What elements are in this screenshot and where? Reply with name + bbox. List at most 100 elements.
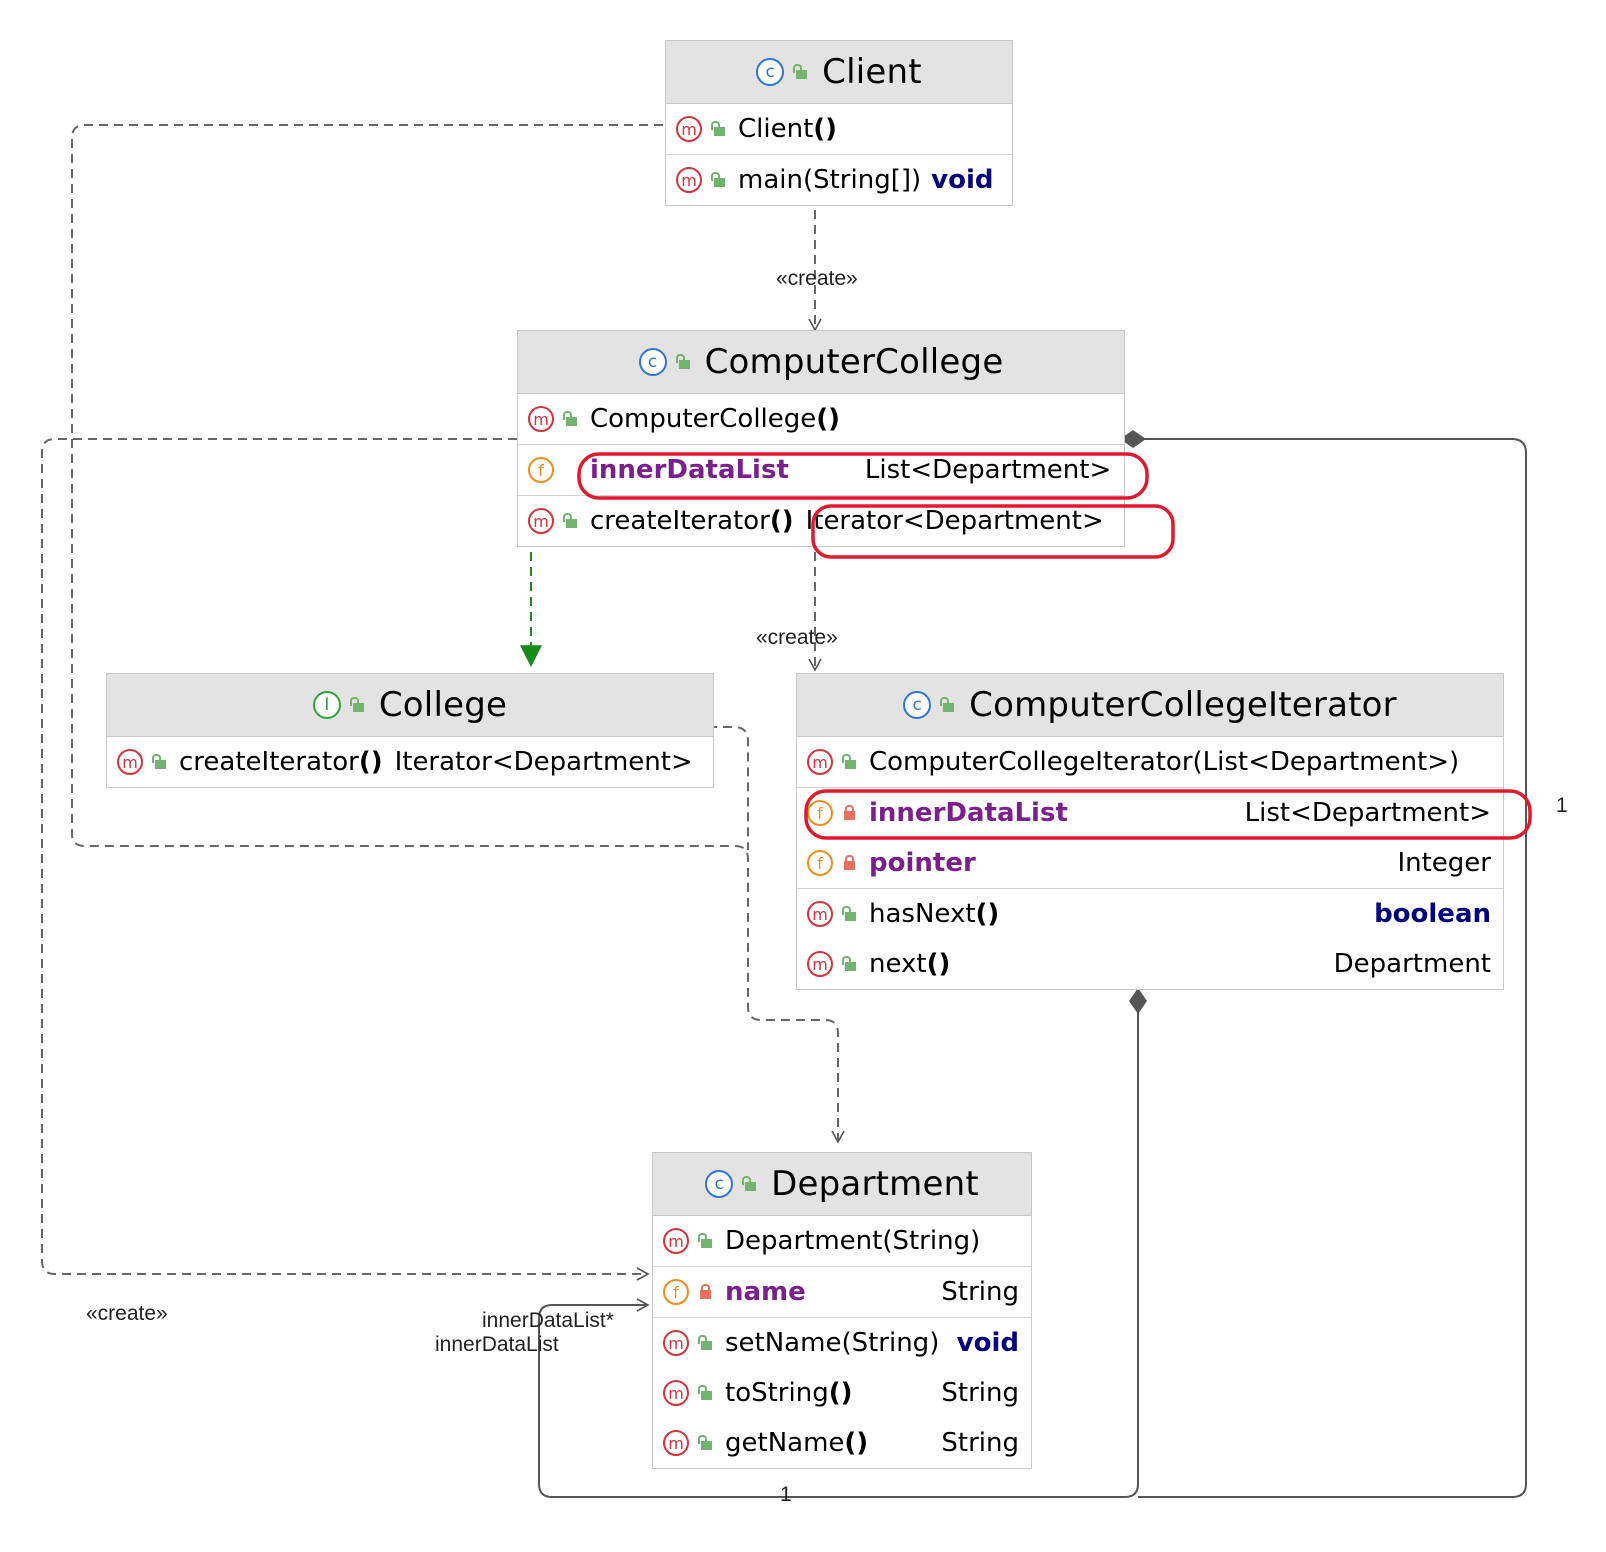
public-visibility-icon — [562, 410, 578, 428]
interface-icon: I — [312, 691, 341, 719]
member-params: () — [844, 1428, 869, 1458]
method-icon: m — [807, 901, 833, 927]
member-row[interactable]: m ComputerCollege() — [518, 394, 1124, 444]
constructor-section: m ComputerCollegeIterator(List<Departmen… — [797, 737, 1503, 788]
member-row[interactable]: f innerDataList List<Department> — [797, 788, 1503, 838]
role-label-multiplicity: * — [605, 1309, 614, 1332]
member-name: innerDataList — [869, 798, 1068, 828]
member-params: (String[]) — [802, 165, 922, 195]
method-icon: m — [528, 508, 554, 534]
class-icon: c — [705, 1170, 734, 1198]
member-type: String — [941, 1378, 1019, 1408]
member-type: void — [956, 1328, 1019, 1358]
member-row[interactable]: m next() Department — [797, 939, 1503, 989]
role-label-name: innerDataList — [482, 1309, 606, 1332]
member-name: Department — [725, 1226, 883, 1256]
public-visibility-icon — [939, 696, 955, 714]
member-type: Integer — [1397, 848, 1491, 878]
public-visibility-icon — [697, 1232, 713, 1250]
member-params: () — [769, 506, 794, 536]
method-icon: m — [807, 749, 833, 775]
fields-section: f innerDataList List<Department> f point… — [797, 788, 1503, 889]
interface-college[interactable]: I College m createIterator() Iterator<De… — [106, 673, 714, 788]
field-icon: f — [528, 457, 554, 483]
method-icon: m — [663, 1430, 689, 1456]
member-params: () — [926, 949, 951, 979]
methods-section: m Client() — [666, 104, 1012, 155]
member-row[interactable]: m setName(String) void — [653, 1318, 1031, 1368]
member-row[interactable]: m Client() — [666, 104, 1012, 154]
multiplicity-bottom: 1 — [780, 1483, 792, 1506]
member-name: ComputerCollegeIterator — [869, 747, 1193, 777]
member-row[interactable]: m createIterator() Iterator<Department> — [107, 737, 713, 787]
fields-section: f innerDataList List<Department> — [518, 445, 1124, 496]
composition-computercollege-to-department — [1138, 438, 1527, 1498]
member-name: pointer — [869, 848, 976, 878]
member-row[interactable]: m hasNext() boolean — [797, 889, 1503, 939]
class-client[interactable]: c Client m Client() m main(String[]) voi… — [665, 40, 1013, 206]
public-visibility-icon — [710, 171, 726, 189]
methods-section: m setName(String) void m toString() Stri… — [653, 1318, 1031, 1468]
class-computercollege[interactable]: c ComputerCollege m ComputerCollege() f … — [517, 330, 1125, 547]
method-icon: m — [807, 951, 833, 977]
member-name: Client — [738, 114, 814, 144]
method-icon: m — [117, 749, 143, 775]
public-visibility-icon — [741, 1175, 757, 1193]
member-type: Iterator<Department> — [805, 506, 1104, 536]
class-header: c ComputerCollegeIterator — [797, 674, 1503, 737]
class-header: c Department — [653, 1153, 1031, 1216]
member-row[interactable]: f innerDataList List<Department> — [518, 445, 1124, 495]
member-params: (String) — [882, 1226, 981, 1256]
private-visibility-icon — [697, 1283, 713, 1301]
public-visibility-icon — [697, 1334, 713, 1352]
member-type: boolean — [1374, 899, 1491, 929]
member-params: (List<Department>) — [1192, 747, 1460, 777]
class-name: ComputerCollegeIterator — [969, 685, 1397, 725]
private-visibility-icon — [841, 854, 857, 872]
member-row[interactable]: m toString() String — [653, 1368, 1031, 1418]
member-row[interactable]: f pointer Integer — [797, 838, 1503, 888]
member-name: createIterator — [179, 747, 359, 777]
member-params: () — [816, 404, 841, 434]
member-row[interactable]: f name String — [653, 1267, 1031, 1317]
member-type: Iterator<Department> — [394, 747, 693, 777]
role-label-innerdatalist-college: innerDataList — [435, 1333, 559, 1356]
dependency-client-to-department — [71, 124, 845, 1144]
public-visibility-icon — [710, 120, 726, 138]
public-visibility-icon — [151, 753, 167, 771]
public-visibility-icon — [675, 353, 691, 371]
class-icon: c — [903, 691, 932, 719]
composition-diamond-computercollege — [1120, 430, 1146, 448]
member-name: setName — [725, 1328, 842, 1358]
member-row[interactable]: m createIterator() Iterator<Department> — [518, 496, 1124, 546]
member-type: String — [941, 1428, 1019, 1458]
public-visibility-icon — [792, 63, 808, 81]
member-row[interactable]: m getName() String — [653, 1418, 1031, 1468]
methods-section: m main(String[]) void — [666, 155, 1012, 205]
class-header: c ComputerCollege — [518, 331, 1124, 394]
member-name: next — [869, 949, 927, 979]
class-department[interactable]: c Department m Department(String) f name… — [652, 1152, 1032, 1469]
public-visibility-icon — [562, 512, 578, 530]
member-name: main — [738, 165, 803, 195]
member-params: (String) — [841, 1328, 940, 1358]
create-label-college: «create» — [756, 626, 838, 649]
constructor-section: m ComputerCollege() — [518, 394, 1124, 445]
create-label-department: «create» — [86, 1302, 168, 1325]
member-name: name — [725, 1277, 806, 1307]
composition-diamond-iterator — [1129, 988, 1147, 1014]
member-row[interactable]: m ComputerCollegeIterator(List<Departmen… — [797, 737, 1503, 787]
member-params: () — [358, 747, 383, 777]
public-visibility-icon — [841, 955, 857, 973]
fields-section: f name String — [653, 1267, 1031, 1318]
method-icon: m — [663, 1228, 689, 1254]
member-type: String — [941, 1277, 1019, 1307]
class-header: c Client — [666, 41, 1012, 104]
member-row[interactable]: m Department(String) — [653, 1216, 1031, 1266]
member-row[interactable]: m main(String[]) void — [666, 155, 1012, 205]
multiplicity-right: 1 — [1556, 794, 1568, 817]
class-computercollegeiterator[interactable]: c ComputerCollegeIterator m ComputerColl… — [796, 673, 1504, 990]
member-params: () — [975, 899, 1000, 929]
methods-section: m createIterator() Iterator<Department> — [518, 496, 1124, 546]
